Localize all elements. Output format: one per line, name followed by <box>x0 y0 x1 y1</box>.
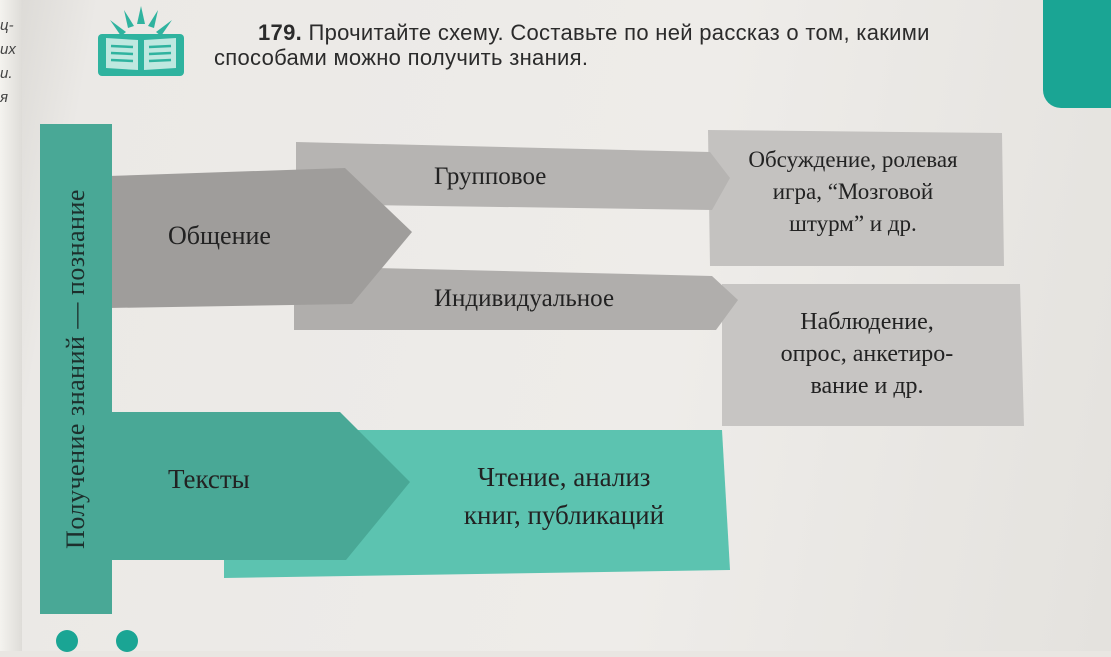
group-label: Групповое <box>434 163 547 190</box>
dot-icon <box>56 630 78 652</box>
texts-arrow <box>112 412 410 560</box>
vertical-label: Получение знаний — познание <box>40 124 112 614</box>
exercise-number: 179. <box>258 20 303 45</box>
previous-page-text: ц- их и. я <box>0 14 22 110</box>
individual-result-line: вание и др. <box>810 373 924 399</box>
group-result-text: Обсуждение, ролевая игра, “Мозговой штур… <box>708 144 998 240</box>
group-result-line: штурм” и др. <box>789 211 917 236</box>
decorative-dots <box>56 630 176 657</box>
individual-arrow <box>294 266 738 330</box>
individual-result-box <box>722 284 1024 426</box>
texts-result-line: книг, публикаций <box>463 500 665 530</box>
previous-page-edge: ц- их и. я <box>0 0 22 651</box>
group-arrow <box>296 142 730 210</box>
texts-label: Тексты <box>168 464 250 494</box>
individual-result-line: опрос, анкетиро- <box>780 341 954 367</box>
prev-fragment: я <box>0 89 9 106</box>
group-result-line: Обсуждение, ролевая <box>748 147 958 172</box>
page-corner-tab <box>1043 0 1111 108</box>
prev-fragment: их <box>0 41 16 58</box>
book-icon <box>98 6 184 76</box>
communication-label: Общение <box>168 221 271 250</box>
group-result-box <box>708 130 1004 266</box>
individual-label: Индивидуальное <box>434 285 615 312</box>
exercise-instruction-line-2: способами можно получить знания. <box>214 45 589 70</box>
texts-result-line: Чтение, анализ <box>477 462 651 492</box>
communication-arrow <box>108 168 412 308</box>
vertical-label-text: Получение знаний — познание <box>61 189 90 549</box>
dot-icon <box>116 630 138 652</box>
group-result-line: игра, “Мозговой <box>772 179 934 204</box>
prev-fragment: и. <box>0 65 13 82</box>
individual-result-line: Наблюдение, <box>800 309 934 335</box>
exercise-instruction-line-1: Прочитайте схему. Составьте по ней расск… <box>308 20 930 45</box>
texts-result-text: Чтение, анализ книг, публикаций <box>414 458 714 534</box>
vertical-label-bar <box>40 124 112 614</box>
individual-result-text: Наблюдение, опрос, анкетиро- вание и др. <box>722 306 1012 402</box>
prev-fragment: ц- <box>0 17 14 34</box>
